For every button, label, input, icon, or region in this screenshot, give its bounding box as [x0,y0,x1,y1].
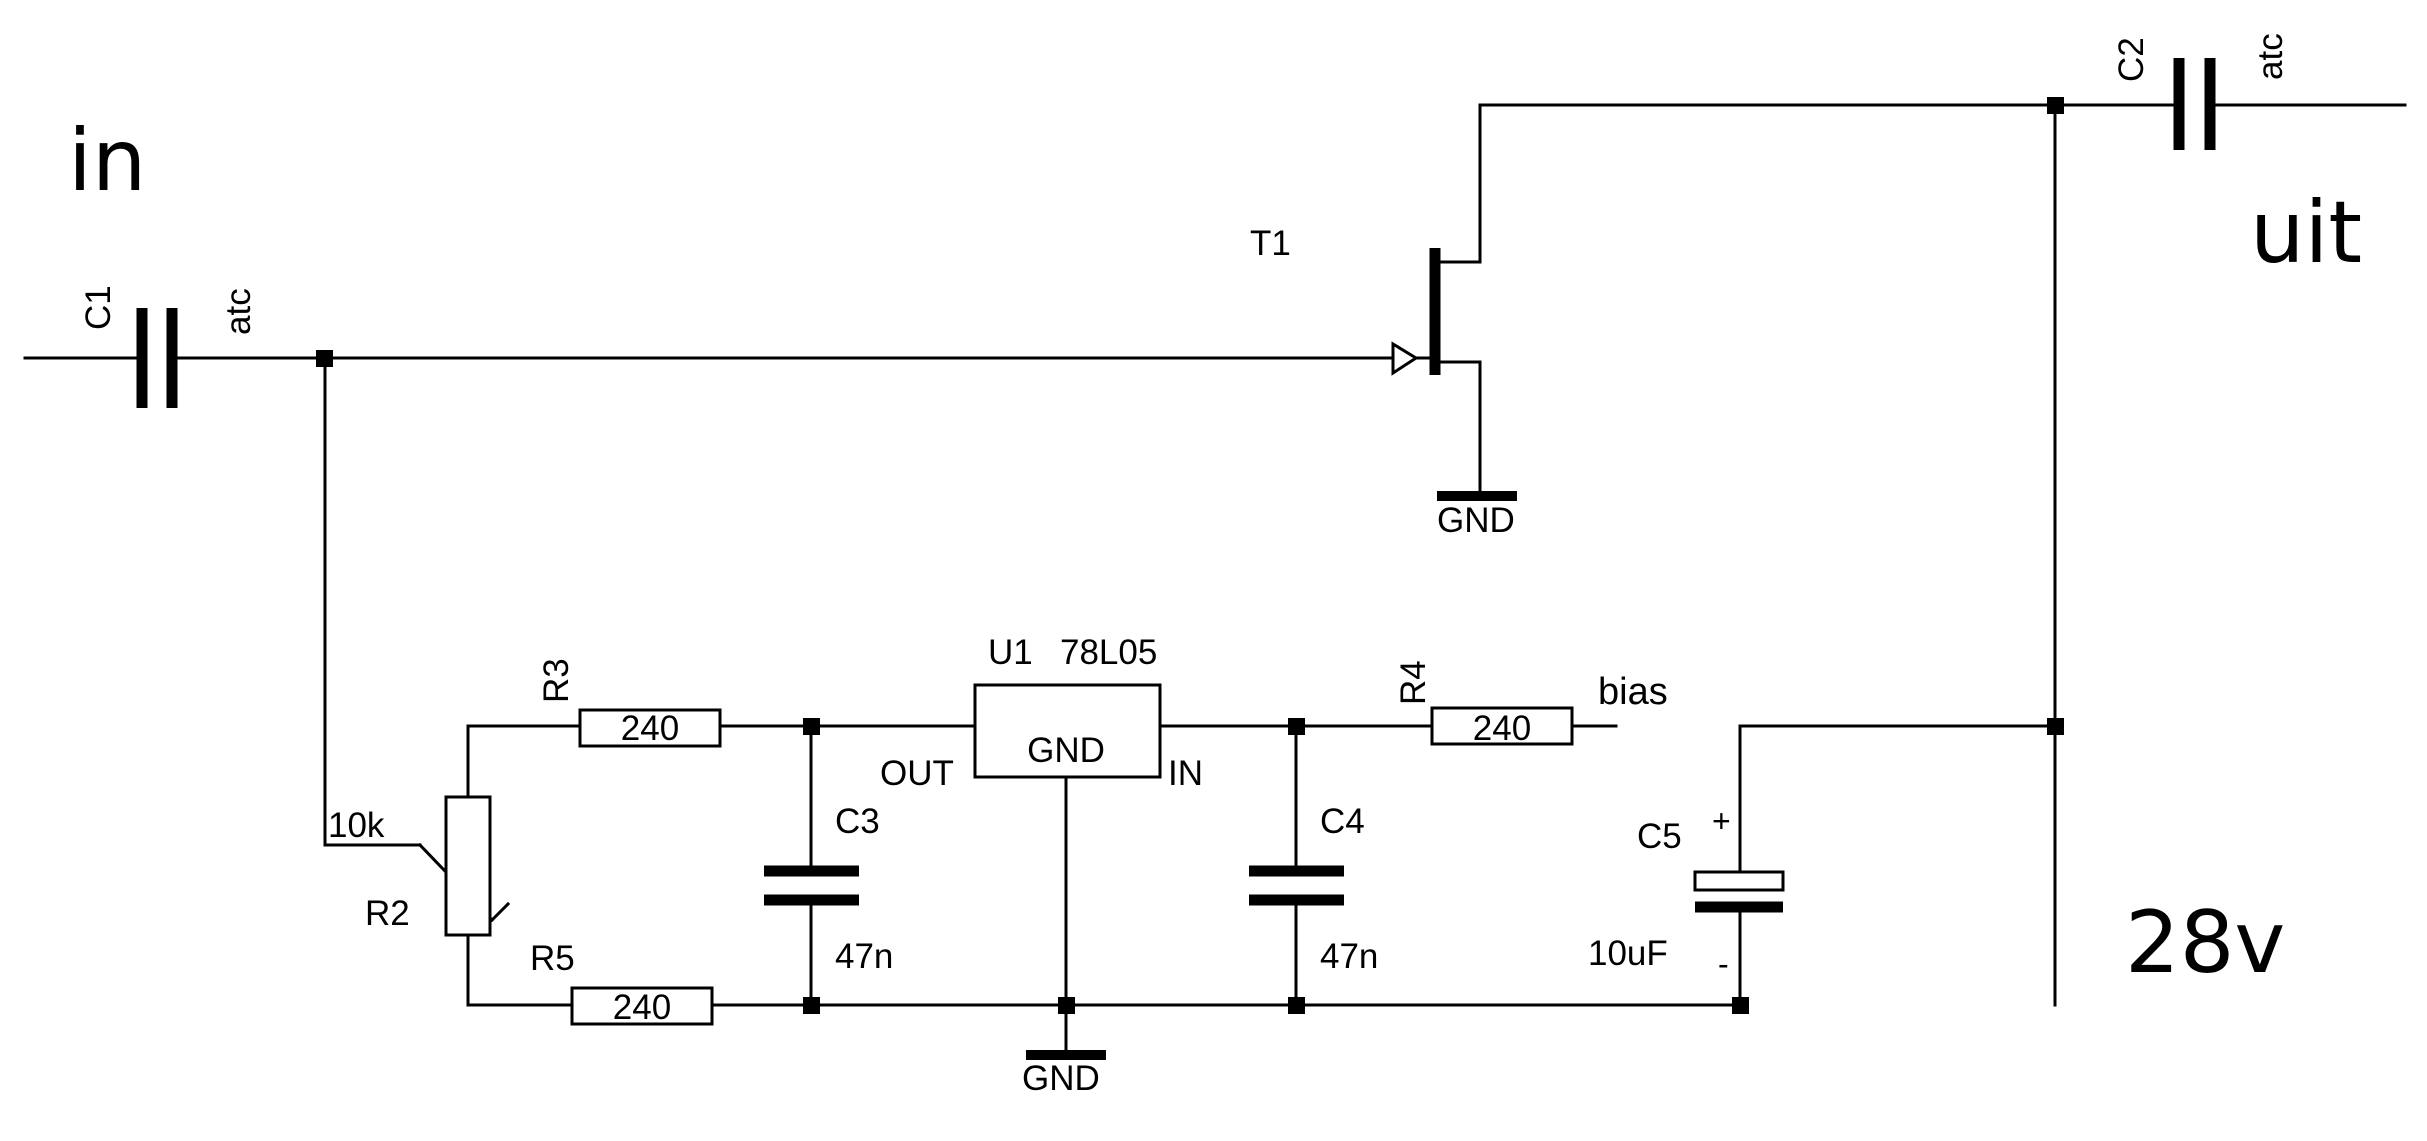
resistor-r4: 240 R4 bias [1294,660,1668,748]
c3-value: 47n [835,937,893,976]
c1-ref: C1 [79,285,118,330]
bias-label: bias [1598,671,1668,713]
potentiometer-r2: 10k R2 [323,356,511,1007]
gnd-label-t1: GND [1437,501,1515,540]
output-label: uit [2250,183,2362,283]
u1-out-pin: OUT [880,754,954,793]
capacitor-c2: C2 atc [2053,33,2407,150]
ground-symbol-t1: GND [1437,491,1517,540]
c2-value: atc [2251,33,2290,80]
r4-value: 240 [1473,709,1531,748]
t1-ref: T1 [1250,224,1291,263]
u1-ref: U1 [988,633,1033,672]
r5-ref: R5 [530,939,575,978]
capacitor-c4: C4 47n [1249,724,1378,1007]
input-label: in [68,111,146,211]
r4-ref: R4 [1394,660,1433,705]
r3-value: 240 [621,709,679,748]
r2-value: 10k [328,806,385,845]
c4-ref: C4 [1320,802,1365,841]
capacitor-c5: C5 + - 10uF [1588,724,2057,1007]
capacitor-c1: C1 atc [23,285,1395,408]
resistor-r3: 240 R3 [466,658,977,748]
c1-value: atc [219,288,258,335]
capacitor-c3: C3 47n [764,724,893,1007]
r3-ref: R3 [537,658,576,703]
u1-part: 78L05 [1060,633,1157,672]
u1-gnd-pin: GND [1027,731,1105,770]
c3-ref: C3 [835,802,880,841]
r2-ref: R2 [365,894,410,933]
regulator-u1: U1 78L05 GND OUT IN [880,633,1302,1007]
supply-label: 28v [2125,893,2285,993]
c4-value: 47n [1320,937,1378,976]
c5-minus: - [1718,946,1729,982]
transistor-t1: T1 [1250,103,2057,498]
u1-in-pin: IN [1168,754,1203,793]
resistor-r5: 240 R5 [466,939,1742,1027]
c2-ref: C2 [2112,37,2151,82]
c5-plus: + [1712,803,1731,839]
ground-symbol-regulator: GND [1022,1003,1106,1098]
c5-ref: C5 [1637,817,1682,856]
gnd-label-regulator: GND [1022,1059,1100,1098]
c5-value: 10uF [1588,934,1668,973]
r5-value: 240 [613,988,671,1027]
